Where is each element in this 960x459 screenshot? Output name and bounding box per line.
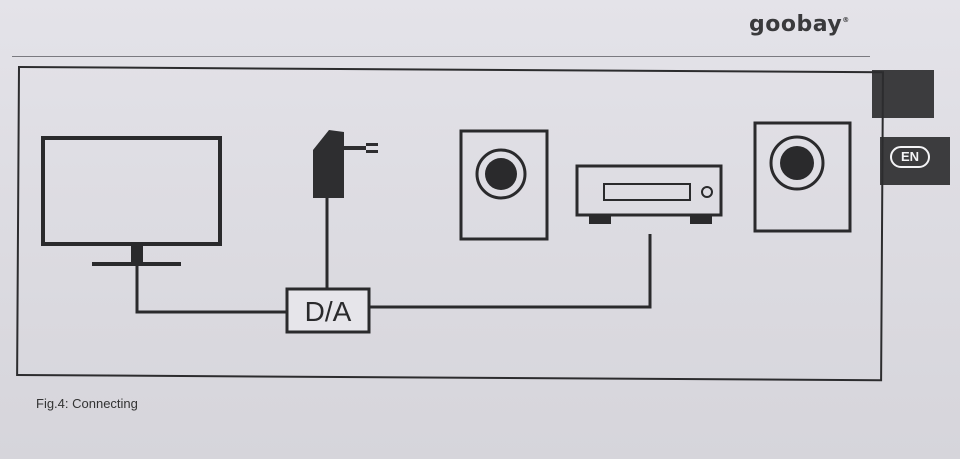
language-tab[interactable]: EN bbox=[880, 137, 950, 185]
speaker-icon bbox=[459, 129, 549, 241]
language-badge: EN bbox=[890, 146, 930, 168]
speaker-icon bbox=[753, 121, 852, 233]
receiver-icon bbox=[575, 164, 723, 224]
tv-icon bbox=[41, 136, 222, 266]
side-block bbox=[872, 70, 934, 118]
registered-mark: ® bbox=[842, 16, 850, 24]
brand-name: goobay bbox=[749, 12, 843, 37]
brand-logo: goobay® bbox=[749, 12, 850, 37]
header-rule bbox=[12, 56, 870, 57]
cable-lines bbox=[135, 198, 652, 314]
figure-caption: Fig.4: Connecting bbox=[36, 396, 138, 411]
da-converter: D/A bbox=[285, 287, 371, 334]
da-converter-label: D/A bbox=[305, 296, 352, 327]
power-adapter-icon bbox=[313, 130, 378, 198]
